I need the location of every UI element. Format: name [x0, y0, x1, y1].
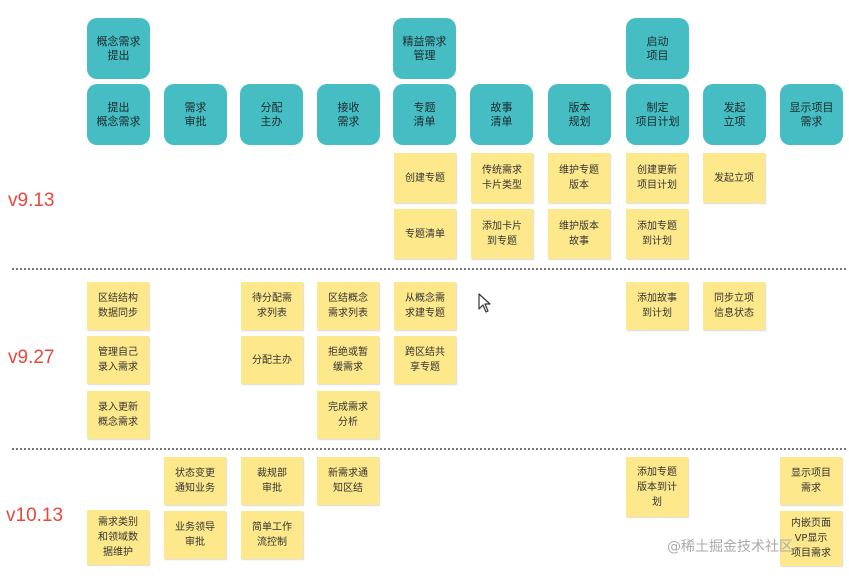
stage-submit-concept: 提出 概念需求 — [87, 84, 150, 145]
sticky-note: 简单工作 流控制 — [241, 511, 303, 559]
sticky-note: 区结结构 数据同步 — [87, 282, 149, 330]
sticky-note: 传统需求 卡片类型 — [471, 153, 533, 203]
stage-release-plan: 版本 规划 — [548, 84, 611, 145]
sticky-note: 专题清单 — [394, 209, 456, 259]
sticky-note: 添加卡片 到专题 — [471, 209, 533, 259]
version-label: v10.13 — [6, 505, 64, 526]
mouse-cursor-icon — [478, 293, 491, 313]
sticky-note: 创建更新 项目计划 — [626, 153, 688, 203]
sticky-note: 分配主办 — [241, 336, 303, 384]
version-divider — [12, 268, 846, 270]
header-refined-requirement: 精益需求 管理 — [393, 18, 456, 79]
sticky-note: 维护版本 故事 — [548, 209, 610, 259]
sticky-note: 添加故事 到计划 — [626, 282, 688, 330]
stage-initiate: 发起 立项 — [703, 84, 766, 145]
header-start-project: 启动 项目 — [626, 18, 689, 79]
stage-topic-list: 专题 清单 — [393, 84, 456, 145]
sticky-note: 需求类别 和领域数 据维护 — [87, 510, 149, 565]
stage-show-requirements: 显示项目 需求 — [780, 84, 843, 145]
sticky-note: 裁规部 审批 — [241, 457, 303, 505]
header-concept-requirement: 概念需求 提出 — [87, 18, 150, 79]
sticky-note: 拒绝或暂 缓需求 — [317, 336, 379, 384]
sticky-note: 业务领导 审批 — [164, 511, 226, 559]
sticky-note: 完成需求 分析 — [317, 391, 379, 439]
sticky-note: 待分配需 求列表 — [241, 282, 303, 330]
version-divider — [12, 448, 846, 450]
sticky-note: 发起立项 — [703, 153, 765, 203]
sticky-note: 添加专题 到计划 — [626, 209, 688, 259]
sticky-note: 新需求通 知区结 — [317, 457, 379, 505]
sticky-note: 显示项目 需求 — [780, 457, 842, 505]
sticky-note: 区结概念 需求列表 — [317, 282, 379, 330]
sticky-note: 添加专题 版本到计 划 — [626, 457, 688, 517]
sticky-note: 录入更新 概念需求 — [87, 391, 149, 439]
sticky-note: 创建专题 — [394, 153, 456, 203]
sticky-note: 同步立项 信息状态 — [703, 282, 765, 330]
sticky-note: 从概念需 求建专题 — [394, 282, 456, 330]
stage-receive: 接收 需求 — [317, 84, 380, 145]
stage-story-list: 故事 清单 — [470, 84, 533, 145]
sticky-note: 跨区结共 享专题 — [394, 336, 456, 384]
sticky-note: 管理自己 录入需求 — [87, 336, 149, 384]
stage-project-plan: 制定 项目计划 — [626, 84, 689, 145]
stage-assign-owner: 分配 主办 — [240, 84, 303, 145]
version-label: v9.13 — [8, 190, 55, 211]
watermark-text: @稀土掘金技术社区 — [667, 539, 793, 555]
sticky-note: 内嵌页面 VP显示 项目需求 — [780, 511, 842, 566]
version-label: v9.27 — [8, 347, 55, 368]
sticky-note: 维护专题 版本 — [548, 153, 610, 203]
stage-approve: 需求 审批 — [164, 84, 227, 145]
sticky-note: 状态变更 通知业务 — [164, 457, 226, 505]
